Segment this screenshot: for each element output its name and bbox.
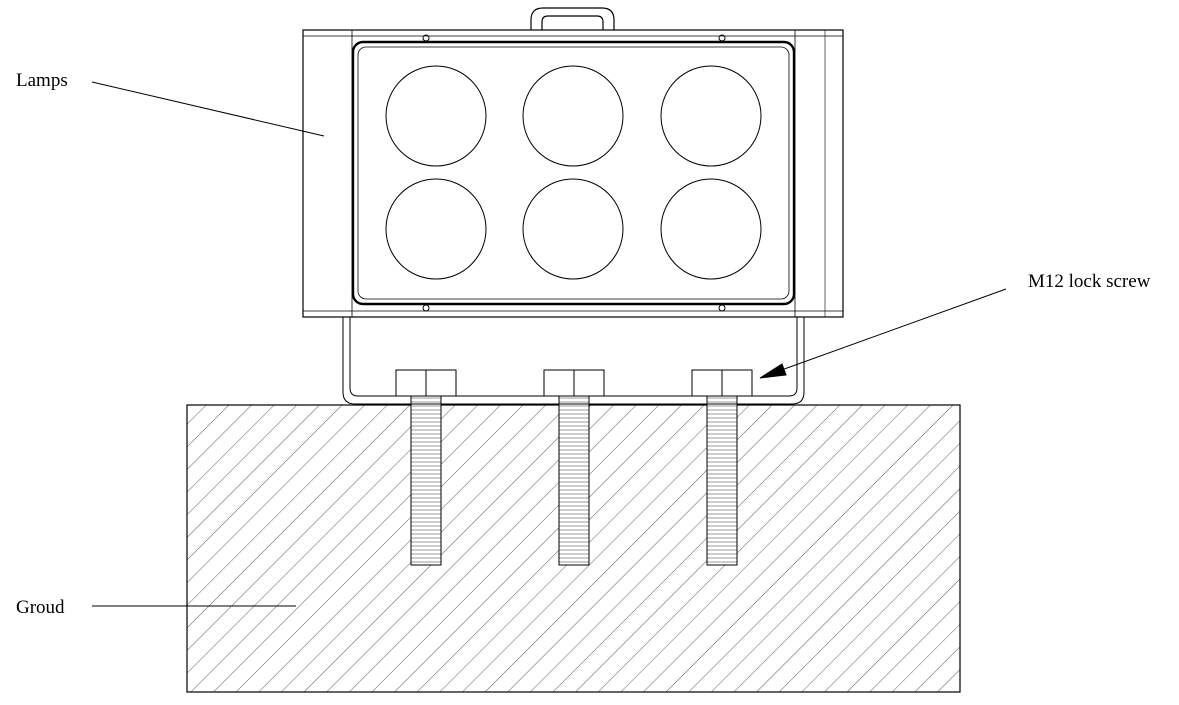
carry-handle [530,7,615,30]
housing-screw-icon [422,34,430,42]
leader-lines [91,81,1007,607]
leader-lamps [91,81,325,137]
bolt-head-middle [543,369,605,397]
bolt-head-left [395,369,457,397]
bolt-shank-right [706,394,738,566]
housing-screw-icon [422,304,430,312]
housing-screw-icon [718,34,726,42]
leader-lock-screw [775,288,1007,373]
label-lamps: Lamps [16,70,68,91]
lamp-2 [522,65,624,167]
lamp-5 [522,178,624,280]
bolt-heads [395,369,753,397]
bolt-shank-left [410,394,442,566]
arrowhead-icon [759,363,787,379]
label-ground: Groud [16,597,65,618]
lamp-6 [660,178,762,280]
lamp-1 [385,65,487,167]
label-lock-screw: M12 lock screw [1028,271,1151,292]
housing-screw-icon [718,304,726,312]
lamp-array [385,65,762,280]
lamp-4 [385,178,487,280]
bolt-shank-middle [558,394,590,566]
bolt-head-right [691,369,753,397]
lamp-3 [660,65,762,167]
